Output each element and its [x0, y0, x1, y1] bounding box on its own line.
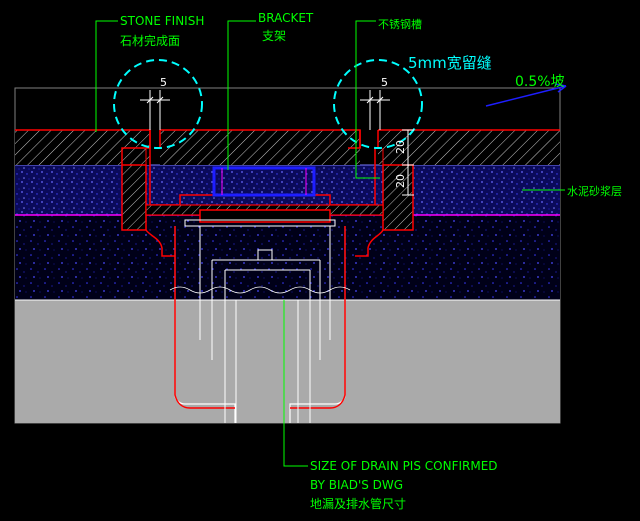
channel-post-left — [121, 164, 147, 231]
gap-label: 5mm宽留缝 — [408, 54, 492, 72]
bracket — [212, 166, 316, 197]
stone-slab-center-left — [160, 130, 360, 165]
drain-size-cn-label: 地漏及排水管尺寸 — [310, 496, 406, 511]
channel-post-right — [382, 164, 414, 231]
drain-size-label-1: SIZE OF DRAIN PIS CONFIRMED — [310, 459, 498, 473]
concrete-layer — [15, 215, 560, 300]
dimension-upper: 20 — [394, 140, 407, 154]
gap-dimension-left: 5 — [160, 76, 167, 89]
gap-dimension-right: 5 — [381, 76, 388, 89]
slope-label: 0.5%坡 — [515, 74, 565, 90]
stainless-channel-label: 不锈钢槽 — [378, 18, 422, 31]
drain-size-label-2: BY BIAD'S DWG — [310, 478, 403, 492]
stone-finish-cn-label: 石材完成面 — [120, 33, 180, 48]
bracket-label: BRACKET — [258, 11, 314, 25]
mortar-layer-label: 水泥砂浆层 — [567, 184, 622, 198]
detail-circle-right — [333, 59, 423, 149]
bracket-cn-label: 支架 — [262, 29, 286, 43]
structural-slab — [15, 300, 560, 423]
dimension-lower: 20 — [394, 174, 407, 188]
stone-finish-label: STONE FINISH — [120, 14, 204, 28]
detail-circle-left — [113, 59, 203, 149]
